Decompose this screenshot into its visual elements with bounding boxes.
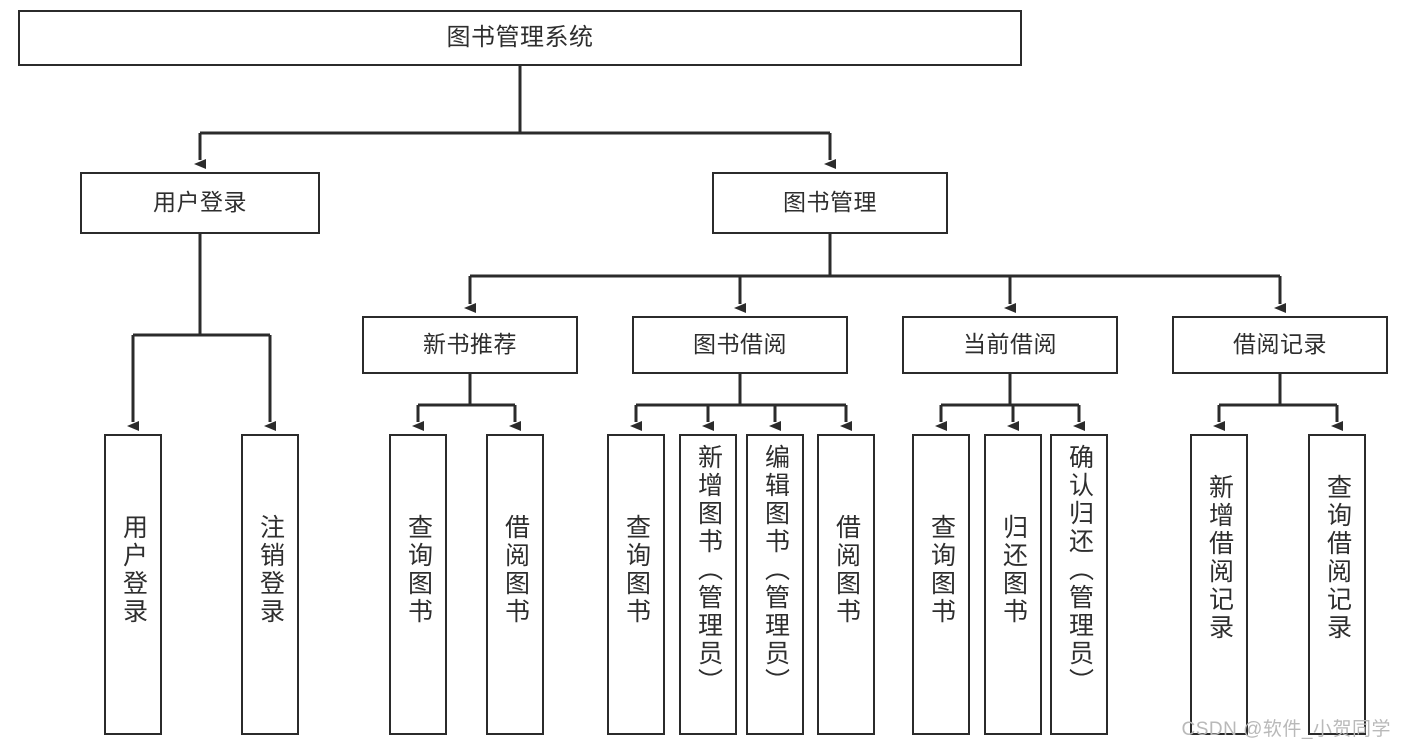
node-new-book-recommend[interactable]: 新书推荐 [362,316,578,374]
node-leaf-user-login[interactable]: 用户登录 [104,434,162,735]
node-leaf-logout-label: 注销登录 [256,514,285,626]
node-leaf-add-book-label: 新增图书（管理员） [694,444,723,696]
node-leaf-borrow-book-2[interactable]: 借阅图书 [817,434,875,735]
node-book-borrow-label: 图书借阅 [693,331,787,358]
node-user-login[interactable]: 用户登录 [80,172,320,234]
node-leaf-return-book[interactable]: 归还图书 [984,434,1042,735]
node-leaf-query-book-1-label: 查询图书 [404,514,433,626]
node-borrow-record-label: 借阅记录 [1233,331,1327,358]
node-new-book-recommend-label: 新书推荐 [423,331,517,358]
node-current-borrow-label: 当前借阅 [963,331,1057,358]
node-leaf-add-record-label: 新增借阅记录 [1205,474,1234,642]
node-leaf-logout[interactable]: 注销登录 [241,434,299,735]
node-book-borrow[interactable]: 图书借阅 [632,316,848,374]
node-leaf-borrow-book-2-label: 借阅图书 [832,514,861,626]
node-leaf-confirm-return[interactable]: 确认归还（管理员） [1050,434,1108,735]
node-leaf-borrow-book-1[interactable]: 借阅图书 [486,434,544,735]
node-leaf-add-book[interactable]: 新增图书（管理员） [679,434,737,735]
node-root[interactable]: 图书管理系统 [18,10,1022,66]
node-leaf-borrow-book-1-label: 借阅图书 [501,514,530,626]
node-borrow-record[interactable]: 借阅记录 [1172,316,1388,374]
node-current-borrow[interactable]: 当前借阅 [902,316,1118,374]
watermark: CSDN @软件_小贺同学 [1181,719,1391,740]
node-leaf-return-book-label: 归还图书 [999,514,1028,626]
node-book-manage[interactable]: 图书管理 [712,172,948,234]
node-leaf-query-book-3[interactable]: 查询图书 [912,434,970,735]
node-leaf-query-book-2-label: 查询图书 [622,514,651,626]
node-leaf-add-record[interactable]: 新增借阅记录 [1190,434,1248,735]
node-leaf-edit-book-label: 编辑图书（管理员） [761,444,790,696]
node-leaf-user-login-label: 用户登录 [119,514,148,626]
node-leaf-edit-book[interactable]: 编辑图书（管理员） [746,434,804,735]
node-user-login-label: 用户登录 [153,189,247,216]
node-leaf-query-book-1[interactable]: 查询图书 [389,434,447,735]
node-root-label: 图书管理系统 [446,23,594,51]
node-leaf-query-book-2[interactable]: 查询图书 [607,434,665,735]
node-leaf-query-record[interactable]: 查询借阅记录 [1308,434,1366,735]
node-leaf-query-book-3-label: 查询图书 [927,514,956,626]
node-book-manage-label: 图书管理 [783,189,877,216]
node-leaf-query-record-label: 查询借阅记录 [1323,474,1352,642]
node-leaf-confirm-return-label: 确认归还（管理员） [1065,444,1094,696]
